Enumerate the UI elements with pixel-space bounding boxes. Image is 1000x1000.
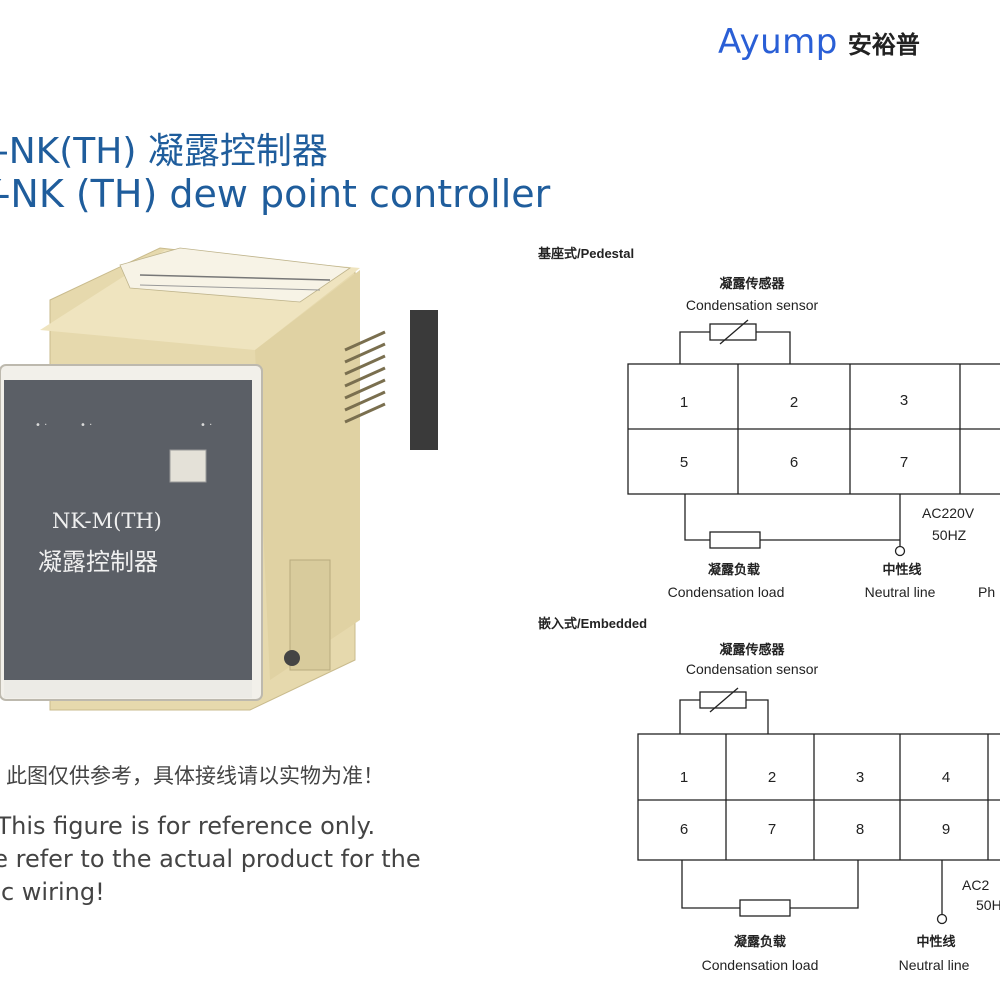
brand-logo-cn: 安裕普 bbox=[847, 31, 920, 59]
pedestal-terminal-3: 3 bbox=[900, 392, 908, 409]
svg-text:• ·: • · bbox=[80, 420, 92, 431]
embedded-terminal-7: 7 bbox=[768, 821, 776, 838]
pedestal-power-line1: AC220V bbox=[922, 505, 975, 521]
pedestal-sensor-cn: 凝露传感器 bbox=[719, 276, 785, 291]
note-english-line1: e: This figure is for reference only. bbox=[0, 812, 376, 840]
title-chinese: Y-NK(TH) 凝露控制器 bbox=[0, 131, 328, 172]
embedded-power-line2: 50H bbox=[976, 897, 1000, 913]
pedestal-phase-en: Ph bbox=[978, 584, 995, 600]
embedded-load-wiring bbox=[681, 860, 948, 925]
pedestal-terminal-5: 5 bbox=[680, 454, 688, 471]
embedded-load-cn: 凝露负载 bbox=[734, 934, 786, 949]
embedded-heading: 嵌入式/Embedded bbox=[538, 616, 647, 631]
embedded-terminal-1: 1 bbox=[680, 769, 688, 786]
pedestal-load-cn: 凝露负载 bbox=[708, 562, 760, 577]
product-face-model: NK-M(TH) bbox=[52, 509, 162, 533]
pedestal-terminal-7: 7 bbox=[900, 454, 908, 471]
product-face-name: 凝露控制器 bbox=[38, 548, 158, 576]
pedestal-terminal-6: 6 bbox=[790, 454, 798, 471]
embedded-terminal-6: 6 bbox=[680, 821, 688, 838]
embedded-terminal-block bbox=[637, 733, 1000, 861]
note-english-line3: cific wiring! bbox=[0, 878, 105, 906]
svg-text:• ·: • · bbox=[200, 420, 212, 431]
pedestal-terminal-2: 2 bbox=[790, 394, 798, 411]
pedestal-load-en: Condensation load bbox=[668, 584, 785, 600]
pedestal-neutral-cn: 中性线 bbox=[882, 562, 921, 577]
pedestal-terminal-1: 1 bbox=[680, 394, 688, 411]
pedestal-sensor-en: Condensation sensor bbox=[686, 297, 819, 313]
embedded-sensor-symbol bbox=[679, 687, 769, 734]
pedestal-heading: 基座式/Pedestal bbox=[537, 246, 634, 261]
wiring-diagrams: 基座式/Pedestal 凝露传感器 Condensation sensor 1… bbox=[537, 246, 1000, 973]
brand-logo-en: Ayump bbox=[718, 22, 838, 62]
product-illustration: • · • · • · NK-M(TH) 凝露控制器 bbox=[0, 247, 438, 711]
embedded-neutral-en: Neutral line bbox=[899, 957, 970, 973]
embedded-terminal-3: 3 bbox=[856, 769, 864, 786]
pedestal-neutral-en: Neutral line bbox=[865, 584, 936, 600]
embedded-power-line1: AC2 bbox=[962, 877, 989, 893]
embedded-sensor-cn: 凝露传感器 bbox=[719, 642, 785, 657]
pedestal-terminal-block bbox=[627, 363, 1000, 495]
embedded-load-en: Condensation load bbox=[702, 957, 819, 973]
embedded-sensor-en: Condensation sensor bbox=[686, 661, 819, 677]
embedded-terminal-2: 2 bbox=[768, 769, 776, 786]
embedded-terminal-9: 9 bbox=[942, 821, 950, 838]
embedded-neutral-cn: 中性线 bbox=[916, 934, 955, 949]
note-chinese: 此图仅供参考，具体接线请以实物为准！ bbox=[6, 764, 384, 788]
note-english-line2: ase refer to the actual product for the bbox=[0, 845, 421, 873]
pedestal-load-wiring bbox=[684, 494, 906, 557]
embedded-terminal-8: 8 bbox=[856, 821, 864, 838]
pedestal-sensor-symbol bbox=[679, 319, 791, 364]
brand-logo: Ayump 安裕普 bbox=[718, 22, 920, 62]
embedded-terminal-4: 4 bbox=[942, 769, 950, 786]
svg-text:• ·: • · bbox=[35, 420, 47, 431]
title-english: Y-NK (TH) dew point controller bbox=[0, 172, 551, 216]
pedestal-power-line2: 50HZ bbox=[932, 527, 967, 543]
